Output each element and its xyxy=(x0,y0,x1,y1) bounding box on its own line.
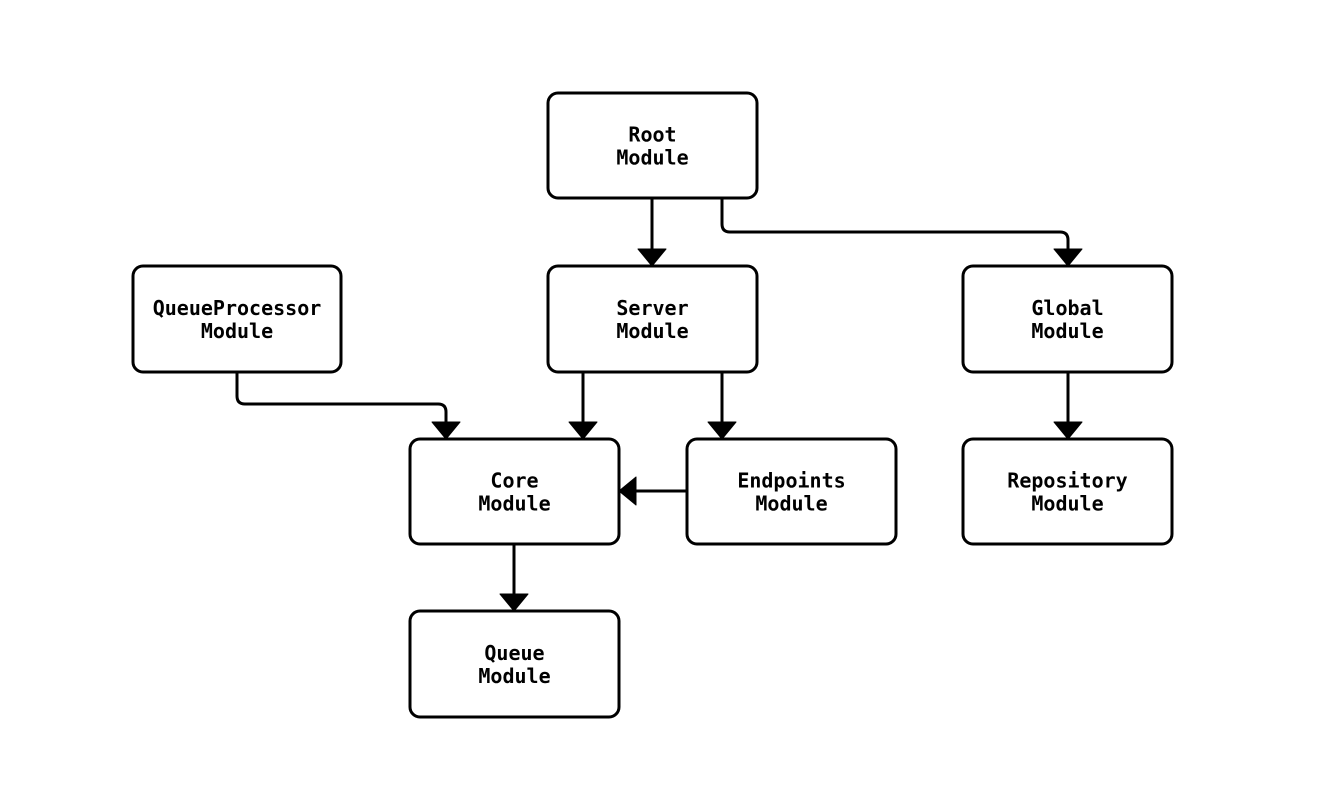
label-line: Server xyxy=(616,296,688,320)
root-box xyxy=(546,91,759,200)
arrowhead-icon xyxy=(1053,421,1083,440)
edge-root-to-global xyxy=(720,198,1083,267)
endpoints-box xyxy=(685,437,898,546)
label-line: Module xyxy=(616,146,688,170)
edge-queue-processor-to-core xyxy=(235,372,461,440)
label-line: QueueProcessor xyxy=(153,296,322,320)
label-line: Endpoints xyxy=(737,469,845,493)
edge-endpoints-to-core xyxy=(618,476,687,506)
core-box xyxy=(408,437,621,546)
edge-line xyxy=(720,198,1070,266)
arrowhead-icon xyxy=(1053,248,1083,267)
queue-processor-box xyxy=(131,264,343,374)
edge-core-to-queue xyxy=(499,544,529,612)
arrowhead-icon xyxy=(637,248,667,267)
label-line: Module xyxy=(201,319,273,343)
arrowhead-icon xyxy=(431,421,461,440)
label-line: Queue xyxy=(484,641,544,665)
repository-box xyxy=(961,437,1174,546)
label-line: Root xyxy=(628,123,676,147)
label-line: Repository xyxy=(1007,469,1127,493)
arrowhead-icon xyxy=(499,593,529,612)
label-line: Module xyxy=(478,492,550,516)
label-line: Module xyxy=(616,319,688,343)
label-line: Core xyxy=(490,469,538,493)
arrowhead-icon xyxy=(707,421,737,440)
edge-line xyxy=(235,372,448,439)
label-line: Module xyxy=(1031,319,1103,343)
label-line: Global xyxy=(1031,296,1103,320)
edge-server-to-endpoints xyxy=(707,372,737,440)
edge-global-to-repository xyxy=(1053,372,1083,440)
server-box xyxy=(546,264,759,374)
label-line: Module xyxy=(1031,492,1103,516)
label-line: Module xyxy=(478,664,550,688)
arrowhead-icon xyxy=(568,421,598,440)
edge-server-to-core xyxy=(568,372,598,440)
global-box xyxy=(961,264,1174,374)
queue-box xyxy=(408,609,621,719)
arrowhead-icon xyxy=(618,476,637,506)
label-line: Module xyxy=(755,492,827,516)
edge-root-to-server xyxy=(637,198,667,267)
